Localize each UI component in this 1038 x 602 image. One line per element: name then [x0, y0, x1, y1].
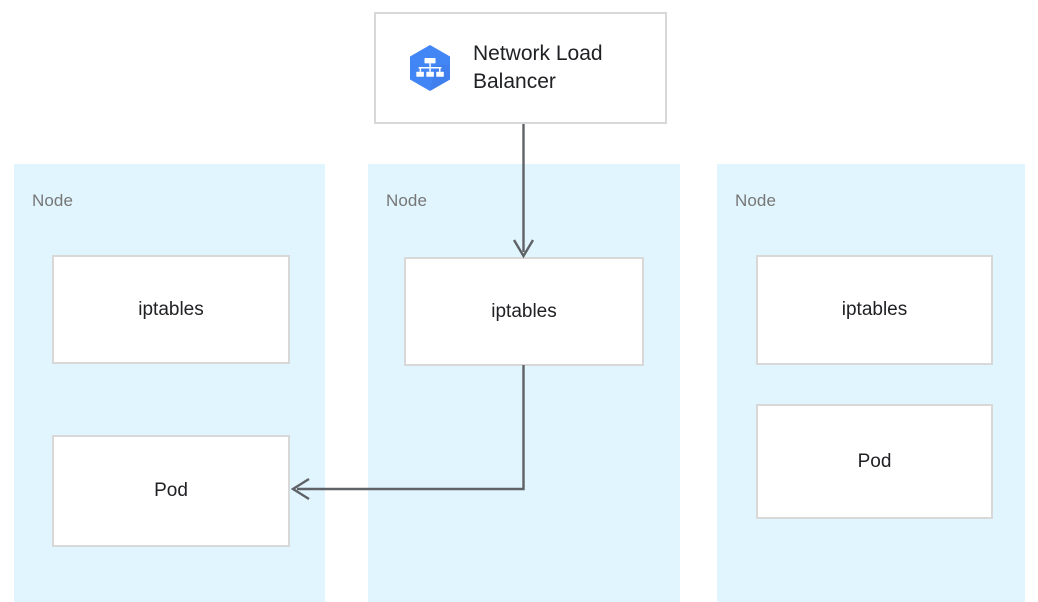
box-iptables-node-3: iptables	[756, 255, 993, 365]
network-load-balancer-icon	[405, 43, 455, 93]
node-label: Node	[386, 191, 428, 210]
node-panel-1: Node iptables Pod	[14, 164, 325, 602]
node-panel-3: Node iptables Pod	[717, 164, 1025, 602]
box-iptables-node-2: iptables	[404, 257, 644, 366]
box-pod-node-1: Pod	[52, 435, 290, 547]
node-label: Node	[32, 191, 74, 210]
box-pod-node-3: Pod	[756, 404, 993, 519]
network-load-balancer-card: Network Load Balancer	[374, 12, 667, 124]
box-iptables-node-1: iptables	[52, 255, 290, 364]
network-load-balancer-label: Network Load Balancer	[473, 42, 603, 93]
node-panel-2: Node iptables	[368, 164, 680, 602]
node-label: Node	[735, 191, 777, 210]
